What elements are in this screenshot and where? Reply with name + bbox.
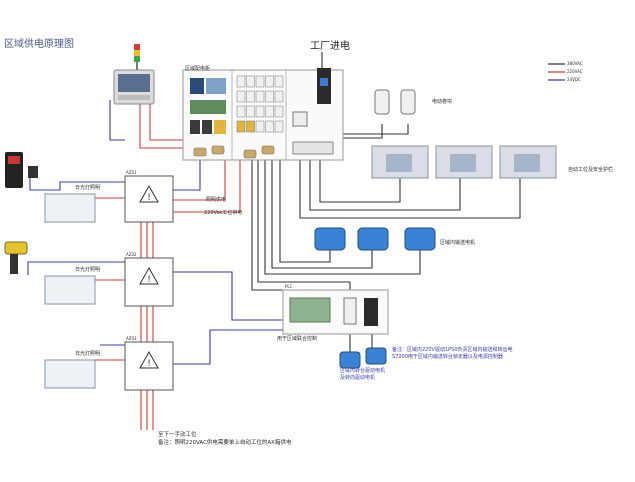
bottom-note-1: 至下一手动工位 <box>158 432 197 438</box>
wire-380v <box>319 158 401 203</box>
box-label-az02: AZ02 <box>126 252 137 257</box>
card-reader <box>5 152 23 188</box>
cabinet-label: 区域配电柜 <box>185 66 211 72</box>
bottom-note-2: 备注：照明220VAC供电需要单上自动工位的AX箱供电 <box>158 440 292 446</box>
wire-380v <box>264 158 421 275</box>
note-line-2: S7200用于区域内输送转台锁定器以及电源控制器 <box>392 354 503 360</box>
plc-caption: 用于区域联合控制 <box>277 336 318 342</box>
small-motors-label-2: 及转向驱动电机 <box>340 375 376 381</box>
small-motors-label-1: 区域内转台驱动电机 <box>340 368 386 374</box>
lighting-label-3: 日光灯照明 <box>75 351 101 357</box>
relay-module <box>265 75 274 88</box>
lighting-label-1: 日光灯照明 <box>75 185 101 191</box>
wire-24v <box>29 178 125 191</box>
wire-380v <box>279 158 331 263</box>
relay-module <box>236 105 246 118</box>
warning-icons: ! ! ! <box>139 184 159 369</box>
plc-enclosure <box>282 289 389 335</box>
wires <box>27 52 521 430</box>
wire-380v <box>299 158 521 219</box>
relay-module <box>246 105 255 118</box>
wire-220v <box>173 160 241 213</box>
incoming-power-label: 工厂进电 <box>310 41 350 52</box>
wire-24v <box>173 158 201 191</box>
relay-module <box>274 75 284 88</box>
lighting-fixtures <box>44 193 96 389</box>
lighting-power-label: 照明供电 <box>206 197 227 203</box>
legend-380v: 380VAC <box>567 61 583 66</box>
wire-380v <box>271 158 373 269</box>
svg-text:!: ! <box>147 275 151 285</box>
relay-module <box>246 75 255 88</box>
turntable-motors <box>339 347 387 369</box>
relay-module <box>274 105 284 118</box>
hmi-panel-small <box>28 166 38 178</box>
conveyor-motors <box>314 227 436 251</box>
relay-module <box>236 90 246 103</box>
plc-label: PLC <box>285 284 293 289</box>
relay-module <box>236 75 246 88</box>
relay-module <box>255 105 265 118</box>
box-label-az01: AZ01 <box>126 170 137 175</box>
svg-text:!: ! <box>147 359 151 369</box>
relay-module <box>265 120 274 133</box>
relay-grid <box>236 75 284 133</box>
relay-module <box>246 90 255 103</box>
station-ac-label: 220Vac工位供电 <box>204 210 243 216</box>
automatic-stations <box>371 145 557 179</box>
relay-module <box>265 105 274 118</box>
wire-24v <box>173 271 285 321</box>
relay-module <box>265 90 274 103</box>
diagram-title: 区域供电原理图 <box>4 39 74 50</box>
distribution-cabinet <box>182 68 344 161</box>
roller-door-motors <box>374 89 416 115</box>
lighting-label-2: 日光灯照明 <box>75 267 101 273</box>
junction-boxes <box>124 175 174 391</box>
legend-24v: 24VDC <box>567 77 581 82</box>
wire-380v <box>309 158 461 211</box>
relay-module <box>255 120 265 133</box>
note-line-1: 备注：区域内220V驱动1PS0负责区域内输送和转运电 <box>392 347 513 353</box>
relay-module <box>274 120 284 133</box>
wire-24v <box>109 100 125 141</box>
legend-swatches <box>548 63 565 81</box>
relay-module <box>236 120 246 133</box>
relay-module <box>255 75 265 88</box>
wire-24v <box>27 261 125 275</box>
barcode-scanner <box>4 241 28 274</box>
relay-module <box>274 90 284 103</box>
relay-module <box>255 90 265 103</box>
wire-24v <box>173 329 285 365</box>
conveyor-motors-label: 区域内输送电机 <box>440 240 476 246</box>
roller-door-label: 电动卷帘 <box>432 99 453 105</box>
box-label-az03: AZ03 <box>126 336 137 341</box>
signal-tower <box>134 44 140 70</box>
stations-label: 自动工位及安全护栏 <box>568 167 614 173</box>
svg-text:!: ! <box>147 193 151 203</box>
wire-220v <box>173 160 226 201</box>
wire-380v <box>251 158 373 298</box>
operator-panel <box>113 69 155 105</box>
legend-220v: 220VAC <box>567 69 583 74</box>
relay-module <box>246 120 255 133</box>
cable-connectors <box>193 145 275 159</box>
